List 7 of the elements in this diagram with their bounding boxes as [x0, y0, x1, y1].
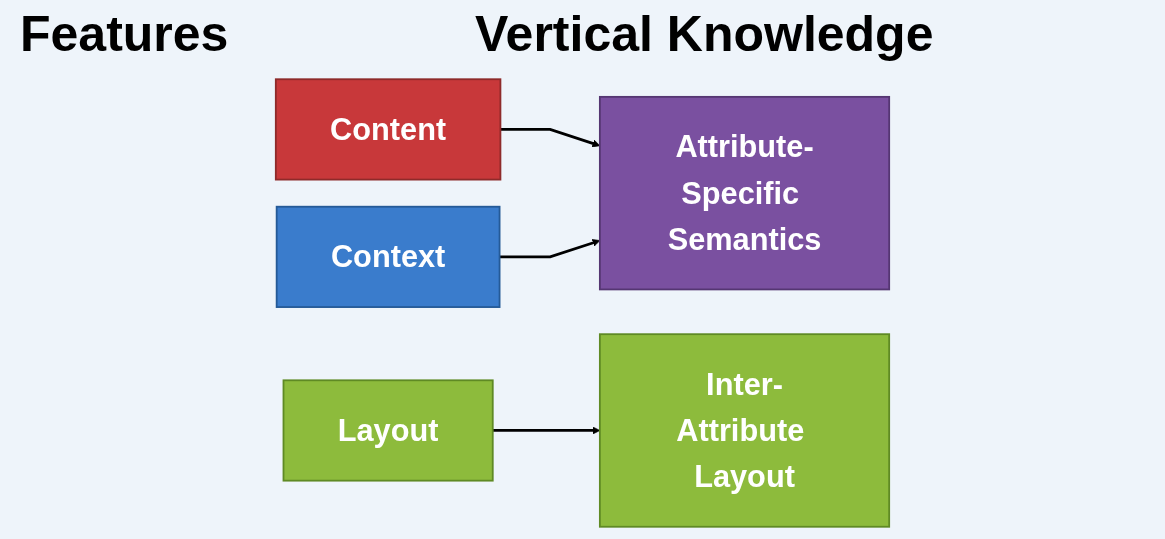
feature-box: Inter-Attribute Layout — [598, 333, 891, 528]
column-heading: Vertical Knowledge — [475, 6, 934, 62]
feature-box: Attribute-Specific Semantics — [598, 95, 891, 291]
feature-box: Layout — [282, 379, 494, 482]
feature-box: Content — [274, 78, 502, 181]
column-heading: Features — [20, 6, 229, 62]
feature-box: Context — [275, 205, 501, 308]
